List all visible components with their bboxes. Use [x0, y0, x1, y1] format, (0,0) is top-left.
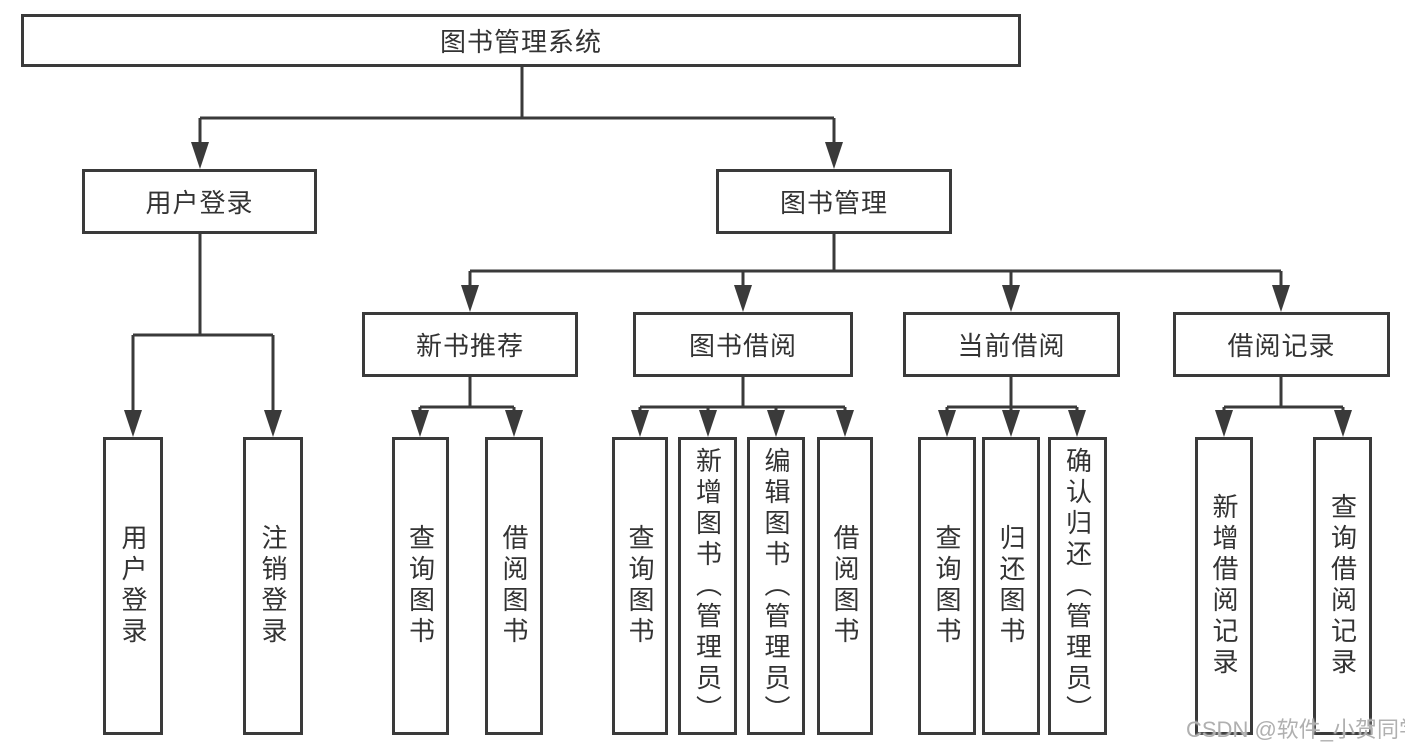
watermark: CSDN @软件_小贺同学 [1186, 717, 1405, 742]
leaf-user-login: 用户登录 [103, 437, 163, 735]
node-book-borrowing: 图书借阅 [633, 312, 853, 377]
arrow-down-icon [699, 410, 717, 437]
arrow-down-icon [1215, 410, 1233, 437]
arrow-down-icon [264, 410, 282, 437]
arrow-down-icon [1002, 285, 1020, 312]
arrow-down-icon [767, 410, 785, 437]
leaf-borrow-books: 借阅图书 [817, 437, 873, 735]
arrow-down-icon [411, 410, 429, 437]
leaf-confirm-return-admin: 确认归还（管理员） [1048, 437, 1107, 735]
node-borrowing-records: 借阅记录 [1173, 312, 1390, 377]
arrow-down-icon [191, 142, 209, 169]
arrow-down-icon [825, 142, 843, 169]
leaf-query-books: 查询图书 [392, 437, 449, 735]
arrow-down-icon [1002, 410, 1020, 437]
arrow-down-icon [1334, 410, 1352, 437]
leaf-edit-book-admin: 编辑图书（管理员） [747, 437, 805, 735]
node-new-book-recommendation: 新书推荐 [362, 312, 578, 377]
leaf-query-borrow-record: 查询借阅记录 [1313, 437, 1372, 735]
arrow-down-icon [836, 410, 854, 437]
arrow-down-icon [938, 410, 956, 437]
node-library-management-system: 图书管理系统 [21, 14, 1021, 67]
node-current-borrowing: 当前借阅 [903, 312, 1120, 377]
arrow-down-icon [1272, 285, 1290, 312]
leaf-query-books: 查询图书 [612, 437, 668, 735]
arrow-down-icon [124, 410, 142, 437]
arrow-down-icon [631, 410, 649, 437]
arrow-down-icon [505, 410, 523, 437]
node-book-management: 图书管理 [716, 169, 952, 234]
node-user-login: 用户登录 [82, 169, 317, 234]
leaf-logout: 注销登录 [243, 437, 303, 735]
arrow-down-icon [734, 285, 752, 312]
leaf-add-book-admin: 新增图书（管理员） [678, 437, 737, 735]
leaf-borrow-books: 借阅图书 [485, 437, 543, 735]
arrow-down-icon [461, 285, 479, 312]
leaf-return-book: 归还图书 [982, 437, 1040, 735]
leaf-query-books: 查询图书 [918, 437, 976, 735]
leaf-add-borrow-record: 新增借阅记录 [1195, 437, 1253, 735]
arrow-down-icon [1068, 410, 1086, 437]
